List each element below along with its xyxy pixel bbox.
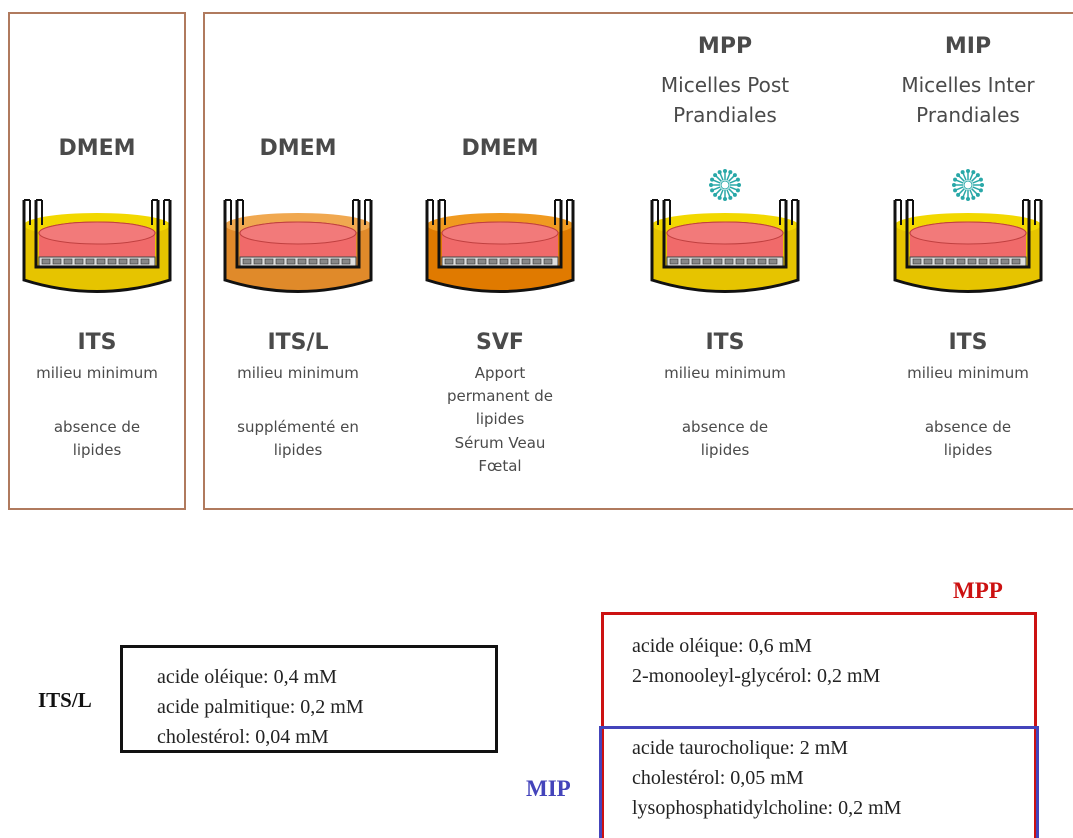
column-5-line1: milieu minimum xyxy=(907,364,1029,382)
column-3-line1: Apport permanent de lipides xyxy=(446,364,554,428)
column-4-line1: milieu minimum xyxy=(664,364,786,382)
insert-surface xyxy=(666,221,784,245)
mpp-line-1: acide oléique: 0,6 mM xyxy=(632,635,812,657)
culture-dish-5 xyxy=(893,169,1043,293)
well-outline xyxy=(22,200,172,293)
multi-condition-panel xyxy=(203,12,1073,510)
well-outline xyxy=(223,200,373,293)
column-5-top-sublabel: Micelles Inter Prandiales xyxy=(901,73,1035,127)
insert-rim xyxy=(439,199,561,225)
micelle-icon xyxy=(952,169,984,201)
mpp-line-2: 2-monooleyl-glycérol: 0,2 mM xyxy=(632,665,881,687)
culture-dish-4 xyxy=(650,169,800,293)
insert-rim xyxy=(664,199,786,225)
column-5-line2: absence de lipides xyxy=(924,418,1012,459)
well-outline xyxy=(893,200,1043,293)
column-3-top-label: DMEM xyxy=(461,136,539,161)
column-5-top-label: MIP xyxy=(944,34,992,59)
micelle-icon xyxy=(709,169,741,201)
insert-outline xyxy=(662,200,788,269)
cell-monolayer xyxy=(38,256,156,267)
insert-rim xyxy=(237,199,359,225)
insert-surface xyxy=(441,221,559,245)
mpp-composition-box: acide oléique: 0,6 mM 2-monooleyl-glycér… xyxy=(601,612,1037,838)
column-2-line1: milieu minimum xyxy=(237,364,359,382)
insert-outline xyxy=(437,200,563,269)
column-4-medium: ITS xyxy=(705,330,745,355)
column-1-line1: milieu minimum xyxy=(36,364,158,382)
column-4-top-label: MPP xyxy=(697,34,753,59)
insert-rim xyxy=(907,199,1029,225)
column-1-medium: ITS xyxy=(77,330,117,355)
itsl-line-1: acide oléique: 0,4 mM xyxy=(157,666,337,688)
mpp-label: MPP xyxy=(953,578,1003,603)
culture-dish-2 xyxy=(223,199,373,293)
culture-dish-3 xyxy=(425,199,575,293)
column-4-line2: absence de lipides xyxy=(681,418,769,459)
insert-surface xyxy=(239,221,357,245)
mip-line-1: acide taurocholique: 2 mM xyxy=(632,737,849,759)
itsl-label: ITS/L xyxy=(38,688,92,712)
mip-label: MIP xyxy=(526,776,571,801)
column-2-medium: ITS/L xyxy=(267,330,329,355)
insert-outline xyxy=(905,200,1031,269)
column-3-medium: SVF xyxy=(476,330,524,355)
insert-surface xyxy=(909,221,1027,245)
mip-composition-box: acide taurocholique: 2 mM cholestérol: 0… xyxy=(599,726,1039,838)
insert-rim xyxy=(36,199,158,225)
insert-outline xyxy=(34,200,160,269)
mip-line-2: cholestérol: 0,05 mM xyxy=(632,767,804,789)
itsl-composition-box: acide oléique: 0,4 mM acide palmitique: … xyxy=(120,645,498,753)
mip-line-3: lysophosphatidylcholine: 0,2 mM xyxy=(632,797,902,819)
well-outline xyxy=(650,200,800,293)
column-1-top-label: DMEM xyxy=(58,136,136,161)
column-2-top-label: DMEM xyxy=(259,136,337,161)
well-outline xyxy=(425,200,575,293)
cell-monolayer xyxy=(441,256,559,267)
column-3-line2: Sérum Veau Fœtal xyxy=(454,434,546,475)
cell-monolayer xyxy=(909,256,1027,267)
cell-monolayer xyxy=(239,256,357,267)
column-2-line2: supplémenté en lipides xyxy=(237,418,359,459)
cell-monolayer xyxy=(666,256,784,267)
itsl-line-3: cholestérol: 0,04 mM xyxy=(157,726,329,748)
single-condition-panel xyxy=(8,12,186,510)
insert-outline xyxy=(235,200,361,269)
column-5-medium: ITS xyxy=(948,330,988,355)
column-1-line2: absence de lipides xyxy=(53,418,141,459)
culture-dish-1 xyxy=(22,199,172,293)
column-4-top-sublabel: Micelles Post Prandiales xyxy=(660,73,790,127)
insert-surface xyxy=(38,221,156,245)
itsl-line-2: acide palmitique: 0,2 mM xyxy=(157,696,364,718)
